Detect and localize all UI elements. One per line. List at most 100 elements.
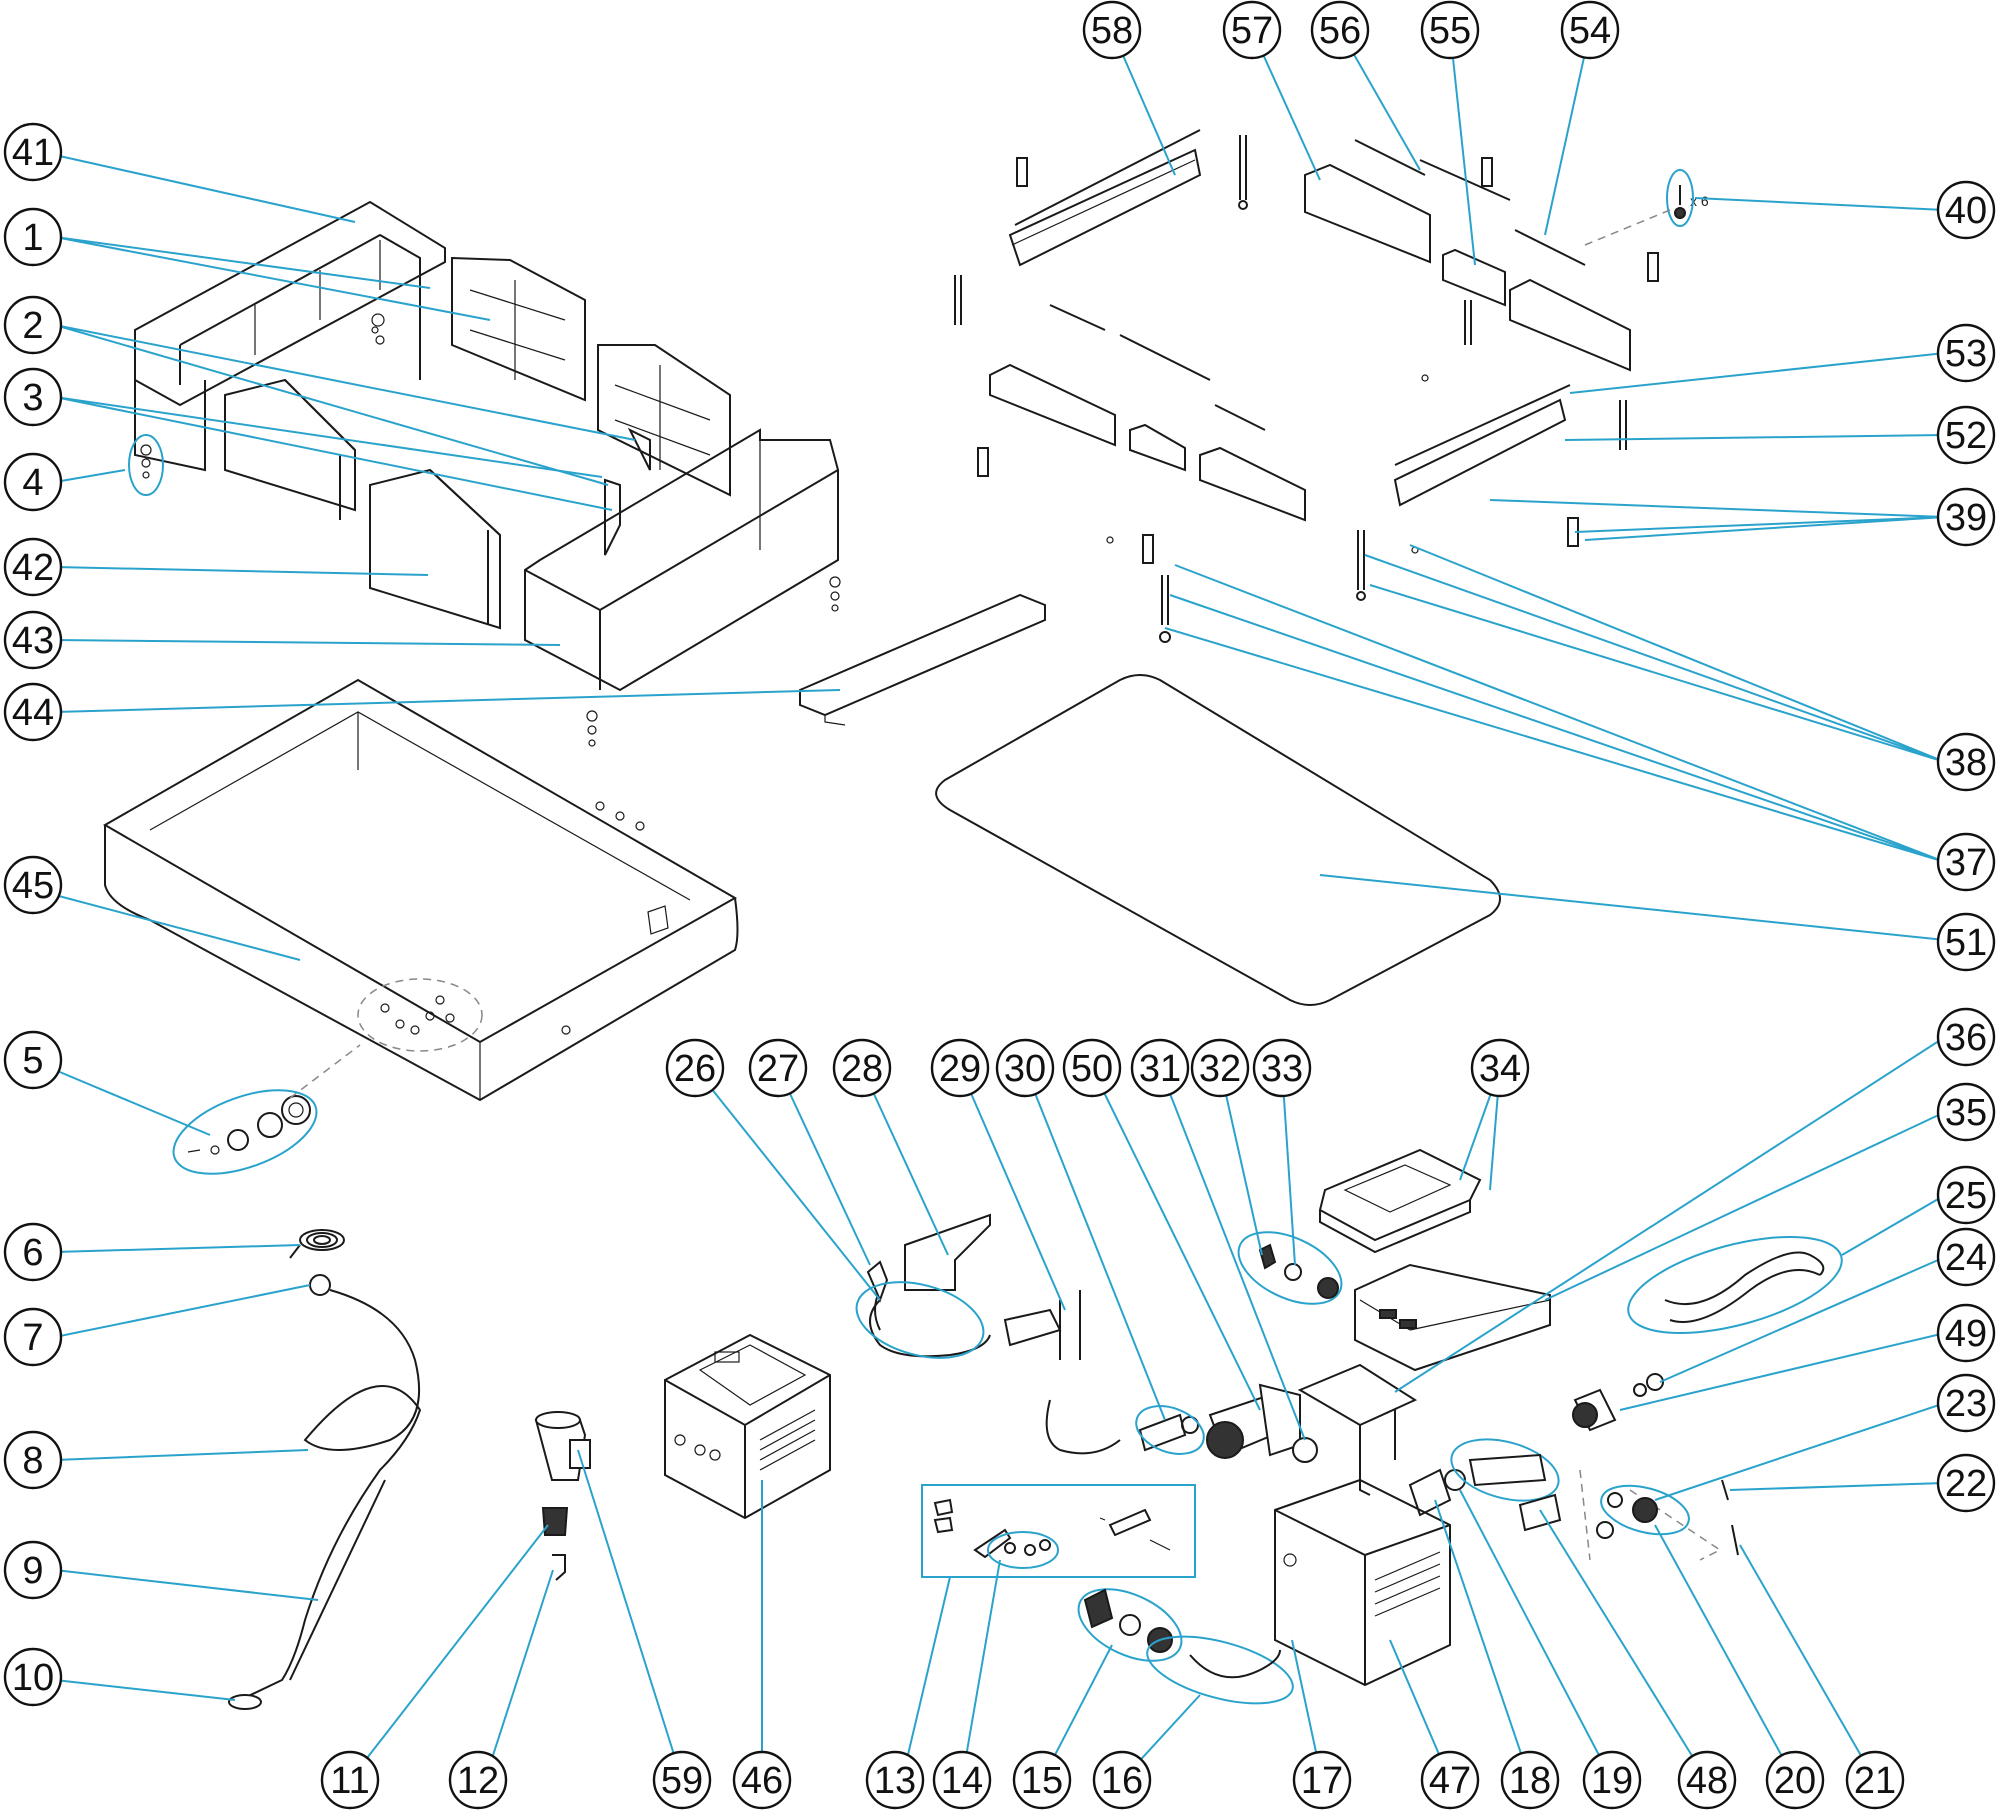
svg-text:41: 41 xyxy=(12,132,54,174)
svg-text:56: 56 xyxy=(1319,10,1361,52)
leader-3b xyxy=(54,396,613,511)
callout-5: 5 xyxy=(3,1030,63,1090)
leader-39c xyxy=(1584,516,1946,541)
hose-16 xyxy=(1146,1635,1294,1705)
svg-text:6: 6 xyxy=(22,1232,43,1274)
svg-text:54: 54 xyxy=(1569,10,1611,52)
callout-45: 45 xyxy=(3,855,63,915)
leader-7 xyxy=(54,1284,311,1338)
callout-54: 54 xyxy=(1560,0,1620,60)
callout-46: 46 xyxy=(732,1750,792,1810)
mounting-bracket xyxy=(1297,1363,1418,1496)
leader-27 xyxy=(777,1067,871,1266)
leader-29 xyxy=(959,1067,1066,1311)
leader-52 xyxy=(1564,434,1946,441)
callout-7: 7 xyxy=(3,1307,63,1367)
callout-1: 1 xyxy=(3,207,63,267)
svg-text:31: 31 xyxy=(1139,1048,1181,1090)
leader-2a xyxy=(54,324,636,441)
union-fitting-group xyxy=(1237,1231,1343,1305)
svg-text:23: 23 xyxy=(1945,1383,1987,1425)
svg-text:28: 28 xyxy=(841,1048,883,1090)
callout-21: 21 xyxy=(1845,1750,1905,1810)
spa-shell xyxy=(102,678,739,1102)
svg-text:35: 35 xyxy=(1945,1092,1987,1134)
air-hose-assembly xyxy=(228,1274,422,1710)
ring-5 xyxy=(172,1089,318,1175)
callout-41: 41 xyxy=(3,122,63,182)
svg-text:58: 58 xyxy=(1091,10,1133,52)
leader-2b xyxy=(54,324,609,486)
leader-38a xyxy=(1409,544,1946,763)
leader-43 xyxy=(54,639,561,646)
leader-39b xyxy=(1574,516,1946,533)
leader-55 xyxy=(1449,29,1476,266)
svg-text:14: 14 xyxy=(941,1760,983,1802)
leader-13 xyxy=(901,1576,951,1781)
svg-text:57: 57 xyxy=(1231,10,1273,52)
svg-text:40: 40 xyxy=(1945,190,1987,232)
leader-42 xyxy=(54,566,429,576)
callout-53: 53 xyxy=(1936,323,1996,383)
svg-text:47: 47 xyxy=(1429,1760,1471,1802)
ring-26 xyxy=(855,1281,985,1359)
callout-39: 39 xyxy=(1936,487,1996,547)
svg-text:3: 3 xyxy=(22,377,43,419)
callout-57: 57 xyxy=(1222,0,1282,60)
svg-text:50: 50 xyxy=(1071,1048,1113,1090)
jet-fitting-parts xyxy=(187,1044,361,1155)
callout-8: 8 xyxy=(3,1430,63,1490)
svg-text:36: 36 xyxy=(1945,1017,1987,1059)
svg-text:24: 24 xyxy=(1945,1237,1987,1279)
svg-text:12: 12 xyxy=(457,1760,499,1802)
callout-55: 55 xyxy=(1420,0,1480,60)
svg-text:59: 59 xyxy=(661,1760,703,1802)
callout-28: 28 xyxy=(832,1038,892,1098)
svg-text:53: 53 xyxy=(1945,333,1987,375)
plumbing-group-left xyxy=(866,1213,1121,1455)
leader-28 xyxy=(861,1067,949,1256)
callout-52: 52 xyxy=(1936,405,1996,465)
leader-49 xyxy=(1619,1332,1946,1411)
svg-text:46: 46 xyxy=(741,1760,783,1802)
leader-lines xyxy=(54,29,1946,1781)
callout-31: 31 xyxy=(1130,1038,1190,1098)
callout-4: 4 xyxy=(3,452,63,512)
svg-text:8: 8 xyxy=(22,1440,43,1482)
callout-25: 25 xyxy=(1936,1165,1996,1225)
svg-text:45: 45 xyxy=(12,865,54,907)
leader-33 xyxy=(1281,1067,1296,1266)
callout-19: 19 xyxy=(1582,1750,1642,1810)
leader-19 xyxy=(1459,1489,1613,1781)
svg-text:22: 22 xyxy=(1945,1463,1987,1505)
equipment-enclosure xyxy=(1274,1478,1451,1687)
leader-5 xyxy=(54,1069,211,1136)
leader-53 xyxy=(1569,352,1946,394)
leader-41 xyxy=(54,154,356,223)
union-parts-15 xyxy=(1077,1588,1183,1662)
leader-20 xyxy=(1654,1524,1796,1781)
callout-36: 36 xyxy=(1936,1007,1996,1067)
flex-hose-25 xyxy=(1627,1236,1843,1334)
leader-38c xyxy=(1369,584,1946,763)
callout-27: 27 xyxy=(748,1038,808,1098)
callout-10: 10 xyxy=(3,1647,63,1707)
svg-text:44: 44 xyxy=(12,692,54,734)
svg-text:49: 49 xyxy=(1945,1313,1987,1355)
callout-49: 49 xyxy=(1936,1303,1996,1363)
leader-1a xyxy=(54,236,431,289)
callout-50: 50 xyxy=(1062,1038,1122,1098)
callout-37: 37 xyxy=(1936,832,1996,892)
svg-text:30: 30 xyxy=(1004,1048,1046,1090)
callout-40: 40 xyxy=(1936,180,1996,240)
callout-11: 11 xyxy=(320,1750,380,1810)
callout-35: 35 xyxy=(1936,1082,1996,1142)
callout-58: 58 xyxy=(1082,0,1142,60)
svg-text:10: 10 xyxy=(12,1657,54,1699)
callout-47: 47 xyxy=(1420,1750,1480,1810)
leader-39a xyxy=(1489,499,1946,518)
svg-text:20: 20 xyxy=(1774,1760,1816,1802)
callout-15: 15 xyxy=(1012,1750,1072,1810)
svg-text:1: 1 xyxy=(22,217,43,259)
ring-4 xyxy=(128,434,164,496)
